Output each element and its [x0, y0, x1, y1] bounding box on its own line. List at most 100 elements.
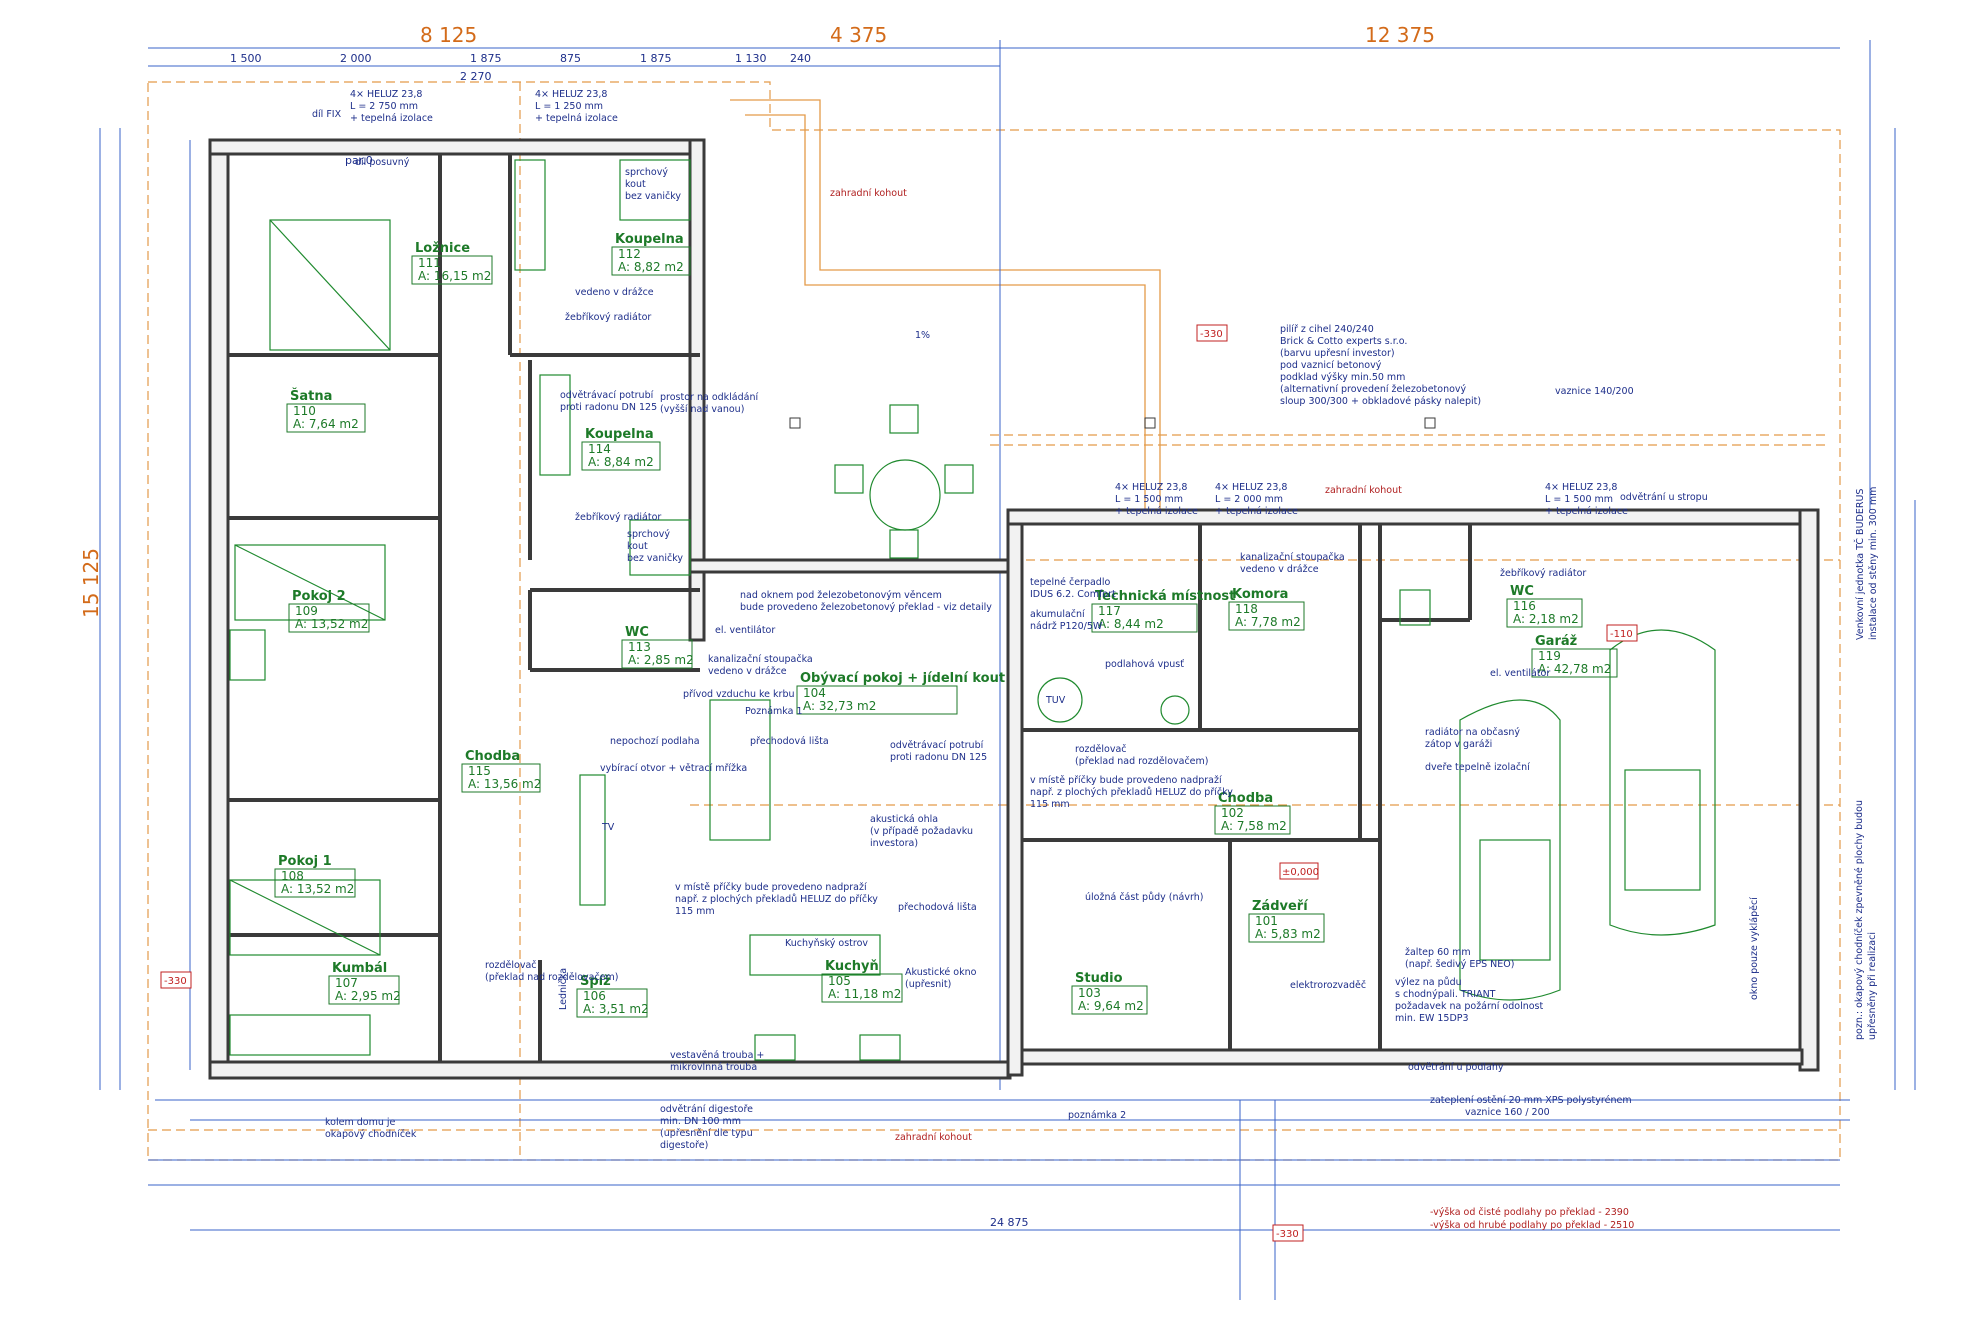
svg-text:investora): investora) [870, 838, 918, 849]
note-lintel-top1: 4× HELUZ 23,8 L = 2 750 mm + tepelná izo… [350, 89, 433, 124]
note-lintel-reinforced-2: v místě příčky bude provedeno nadpraží n… [675, 882, 878, 917]
room-chodba-115: Chodba 115 A: 13,56 m2 [461, 749, 541, 793]
level-markers: -330 -110 ±0,000 -330 -330 [160, 324, 1638, 1242]
note-pillar: pilíř z cihel 240/240 Brick & Cotto expe… [1280, 324, 1481, 407]
svg-text:Akustické okno: Akustické okno [905, 967, 977, 978]
note-oven: vestavěná trouba + mikrovlnná trouba [670, 1050, 764, 1073]
room-labels: Ložnice 111 A: 16,15 m2 Koupelna 112 A: … [274, 232, 1618, 1018]
room-koupelna-114: Koupelna 114 A: 8,84 m2 [581, 427, 661, 471]
svg-text:+ tepelná izolace: + tepelná izolace [350, 113, 433, 124]
svg-text:Koupelna: Koupelna [615, 232, 684, 247]
svg-text:A: 7,78 m2: A: 7,78 m2 [1235, 615, 1301, 629]
note-heat-pump: tepelné čerpadlo IDUS 6.2. Comfort [1030, 577, 1116, 600]
dim-top-1: 1 500 [230, 52, 262, 65]
svg-text:sprchový: sprchový [625, 167, 668, 178]
svg-text:výlez na půdu: výlez na půdu [1395, 977, 1462, 988]
svg-text:103: 103 [1078, 986, 1101, 1000]
svg-text:(alternativní provedení železo: (alternativní provedení železobetonový [1280, 384, 1467, 395]
room-chodba-102: Chodba 102 A: 7,58 m2 [1214, 791, 1291, 835]
note-shower-2: sprchový kout bez vaničky [627, 529, 683, 564]
svg-text:A: 13,52 m2: A: 13,52 m2 [281, 882, 354, 896]
svg-text:-330: -330 [1200, 329, 1223, 340]
dim-top-3: 1 875 [470, 52, 502, 65]
level-marker-left: -330 [160, 971, 192, 989]
svg-text:prostor na odkládání: prostor na odkládání [660, 392, 758, 403]
note-shower-1: sprchový kout bez vaničky [625, 167, 681, 202]
building-walls [208, 138, 1820, 1080]
svg-text:(upřesnění dle typu: (upřesnění dle typu [660, 1128, 753, 1139]
svg-text:kout: kout [627, 541, 648, 552]
svg-text:116: 116 [1513, 599, 1536, 613]
svg-text:Garáž: Garáž [1535, 634, 1577, 649]
svg-text:106: 106 [583, 989, 606, 1003]
svg-text:115 mm: 115 mm [1030, 799, 1070, 810]
note-tuv: TUV [1045, 695, 1066, 706]
svg-text:požadavek na požární odolnost: požadavek na požární odolnost [1395, 1001, 1543, 1012]
svg-text:(v případě požadavku: (v případě požadavku [870, 826, 973, 837]
svg-text:(vyšší nad vanou): (vyšší nad vanou) [660, 404, 744, 415]
svg-text:Studio: Studio [1075, 971, 1123, 986]
svg-text:A: 7,64 m2: A: 7,64 m2 [293, 417, 359, 431]
dim-top-4: 875 [560, 52, 581, 65]
svg-text:A: 8,44 m2: A: 8,44 m2 [1098, 617, 1164, 631]
svg-text:-110: -110 [1610, 629, 1633, 640]
overall-dim-depth: 15 125 [79, 548, 103, 618]
note-ladder-radiator-1: žebříkový radiátor [565, 312, 651, 323]
note-lintel-reinforced-1: v místě příčky bude provedeno nadpraží n… [1030, 775, 1233, 810]
svg-text:A: 5,83 m2: A: 5,83 m2 [1255, 927, 1321, 941]
svg-text:L = 1 500 mm: L = 1 500 mm [1115, 494, 1183, 505]
svg-text:nádrž P120/5W: nádrž P120/5W [1030, 621, 1103, 632]
room-loznice: Ložnice 111 A: 16,15 m2 [411, 241, 493, 285]
svg-text:A: 2,95 m2: A: 2,95 m2 [335, 989, 401, 1003]
note-radiator-garage: radiátor na občasný zátop v garáži [1425, 727, 1520, 750]
note-gutter-path: kolem domu je okapový chodníček [325, 1117, 417, 1140]
level-marker-garage: -110 [1606, 624, 1638, 642]
svg-text:akumulační: akumulační [1030, 609, 1085, 620]
note-nonwalk-floor: nepochozí podlaha [610, 736, 700, 747]
svg-text:L = 2 000 mm: L = 2 000 mm [1215, 494, 1283, 505]
svg-text:zátop v garáži: zátop v garáži [1425, 739, 1492, 750]
svg-text:pozn.: okapový chodníček zpevn: pozn.: okapový chodníček zpevněné plochy… [1854, 800, 1865, 1040]
note-slope: 1% [915, 330, 930, 341]
note-purlin: vaznice 140/200 [1555, 386, 1634, 397]
room-kuchyn: Kuchyň 105 A: 11,18 m2 [821, 959, 903, 1003]
svg-text:-330: -330 [164, 976, 187, 987]
svg-text:upřesněny při realizaci: upřesněny při realizaci [1867, 932, 1878, 1040]
svg-text:±0,000: ±0,000 [1282, 867, 1319, 878]
room-komora: Komora 118 A: 7,78 m2 [1228, 587, 1305, 631]
svg-text:mikrovlnná trouba: mikrovlnná trouba [670, 1062, 757, 1073]
level-marker-entrance: ±0,000 [1279, 862, 1319, 880]
svg-text:111: 111 [418, 256, 441, 270]
room-satna: Šatna 110 A: 7,64 m2 [286, 388, 366, 433]
note-sliding-panel: díl posuvný [355, 157, 410, 168]
svg-text:zateplení ostění 20 mm XPS pol: zateplení ostění 20 mm XPS polystyrénem [1430, 1095, 1632, 1106]
note-vent-pipe-2: odvětrávací potrubí proti radonu DN 125 [890, 740, 987, 763]
svg-text:A: 16,15 m2: A: 16,15 m2 [418, 269, 491, 283]
note-garden-tap-1: zahradní kohout [830, 188, 907, 199]
svg-text:Chodba: Chodba [1218, 791, 1273, 806]
svg-text:např. z plochých překladů HELU: např. z plochých překladů HELUZ do příčk… [1030, 787, 1233, 798]
svg-text:vedeno v drážce: vedeno v drážce [708, 666, 787, 677]
svg-text:A: 13,52 m2: A: 13,52 m2 [295, 617, 368, 631]
svg-text:102: 102 [1221, 806, 1244, 820]
svg-text:vedeno v drážce: vedeno v drážce [1240, 564, 1319, 575]
note-ladder-radiator-3: žebříkový radiátor [1500, 568, 1586, 579]
room-wc-116: WC 116 A: 2,18 m2 [1506, 584, 1583, 628]
note-ceiling-vent: odvětrání u stropu [1620, 492, 1708, 503]
note-acoustic-ceiling: akustická ohla (v případě požadavku inve… [870, 814, 973, 849]
svg-text:A: 13,56 m2: A: 13,56 m2 [468, 777, 541, 791]
svg-text:112: 112 [618, 247, 641, 261]
svg-text:min. DN 100 mm: min. DN 100 mm [660, 1116, 741, 1127]
svg-text:žaltep 60 mm: žaltep 60 mm [1405, 947, 1471, 958]
svg-text:kanalizační stoupačka: kanalizační stoupačka [708, 654, 813, 665]
svg-text:110: 110 [293, 404, 316, 418]
svg-text:Ložnice: Ložnice [415, 241, 470, 256]
room-garaz: Garáž 119 A: 42,78 m2 [1531, 634, 1618, 678]
note-el-fan-1: el. ventilátor [1490, 668, 1550, 679]
svg-text:pilíř z cihel 240/240: pilíř z cihel 240/240 [1280, 324, 1374, 335]
svg-text:(překlad nad rozdělovačem): (překlad nad rozdělovačem) [485, 972, 618, 983]
level-marker-terrace: -330 [1196, 324, 1228, 342]
room-obyvaci-pokoj: Obývací pokoj + jídelní kout 104 A: 32,7… [796, 671, 1005, 715]
svg-text:118: 118 [1235, 602, 1258, 616]
svg-text:A: 3,51 m2: A: 3,51 m2 [583, 1002, 649, 1016]
